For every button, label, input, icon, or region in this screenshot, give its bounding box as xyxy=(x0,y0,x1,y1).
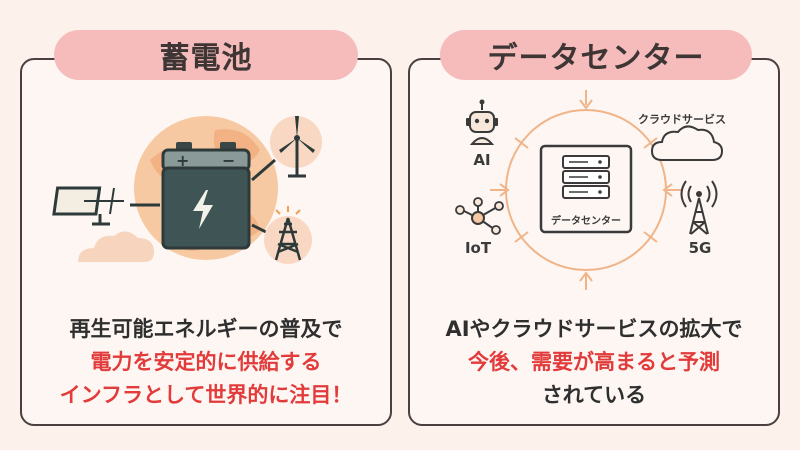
iot-label: IoT xyxy=(465,239,492,257)
orange-lines xyxy=(490,90,682,290)
cloud-icon xyxy=(78,231,154,262)
battery-description: 再生可能エネルギーの普及で 電力を安定的に供給する インフラとして世界的に注目！ xyxy=(20,313,392,412)
iot-hub-icon xyxy=(455,197,504,235)
server-icon xyxy=(539,144,633,234)
battery-title: 蓄電池 xyxy=(54,30,358,80)
datacenter-desc-line-1: AIやクラウドサービスの拡大で xyxy=(445,317,743,341)
power-tower-icon xyxy=(264,206,312,264)
datacenter-desc-line-3: されている xyxy=(541,383,647,407)
solar-panel-icon xyxy=(52,186,124,226)
ai-label: AI xyxy=(473,151,490,169)
robot-icon xyxy=(466,99,498,145)
battery-desc-line-1: 再生可能エネルギーの普及で xyxy=(69,317,343,341)
datacenter-title: データセンター xyxy=(440,30,752,80)
svg-text:+: + xyxy=(176,151,189,170)
wind-turbine-icon xyxy=(270,116,322,178)
battery-desc-line-2: 電力を安定的に供給する xyxy=(90,350,322,374)
server-label: データセンター xyxy=(551,214,621,227)
battery-desc-line-3: インフラとして世界的に注目！ xyxy=(59,383,353,407)
cloud-icon xyxy=(650,125,724,161)
antenna-icon xyxy=(680,180,718,235)
five-g-label: 5G xyxy=(689,239,712,257)
svg-text:−: − xyxy=(222,151,235,170)
datacenter-description: AIやクラウドサービスの拡大で 今後、需要が高まると予測 されている xyxy=(408,313,780,412)
datacenter-desc-line-2: 今後、需要が高まると予測 xyxy=(468,350,720,374)
cloud-label: クラウドサービス xyxy=(638,112,726,126)
battery-icon: + − xyxy=(161,142,251,250)
